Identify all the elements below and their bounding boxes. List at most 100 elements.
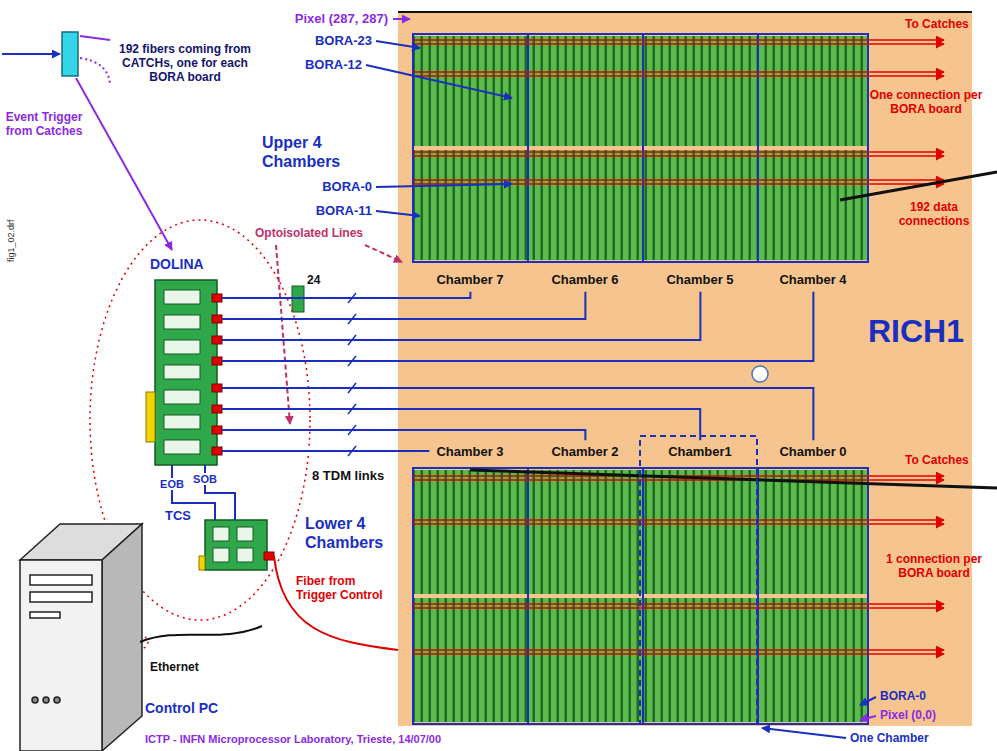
leader-arrow bbox=[366, 19, 876, 720]
fiber-bundle bbox=[413, 71, 944, 73]
chamber-outline bbox=[413, 34, 868, 724]
dolina-board-art bbox=[164, 290, 200, 304]
fiber-bundle bbox=[413, 179, 944, 181]
rich1-panel-ground bbox=[398, 12, 972, 726]
dolina-board-art bbox=[212, 405, 222, 413]
fiber-bundle bbox=[413, 519, 944, 521]
tcs-board-art bbox=[237, 527, 253, 541]
leader-arrow bbox=[376, 184, 512, 187]
fiber-bundle bbox=[413, 649, 944, 651]
dolina-board-art bbox=[212, 294, 222, 302]
annotation-label: 1 connection per BORA board bbox=[874, 552, 994, 580]
dolina-board-art bbox=[212, 447, 222, 455]
tdm-link bbox=[222, 388, 813, 440]
rich1-panel-ground bbox=[398, 11, 972, 13]
tdm-link bbox=[222, 292, 585, 319]
annotation-label: Event Trigger from Catches bbox=[3, 110, 85, 138]
fiber-bundle bbox=[413, 603, 944, 605]
dolina-board-art bbox=[164, 440, 200, 454]
chamber-label: Chamber 0 bbox=[772, 440, 854, 464]
control-pc-tower bbox=[140, 626, 262, 642]
optoisolation-mark bbox=[348, 293, 356, 456]
chamber-name: Chamber1 bbox=[668, 444, 732, 460]
annotation-label: Ethernet bbox=[150, 660, 199, 674]
chamber-name: Chamber 7 bbox=[436, 272, 504, 288]
chamber-label: Chamber 3 bbox=[429, 440, 511, 464]
dolina-board-art bbox=[146, 392, 155, 442]
one-chamber-frame bbox=[640, 436, 757, 724]
fiber-bundle bbox=[413, 75, 944, 77]
annotation-label: 192 fibers coming from CATCHs, one for e… bbox=[115, 42, 255, 84]
chamber-outline bbox=[413, 34, 528, 262]
chamber-outline bbox=[643, 468, 758, 724]
control-pc-tower bbox=[54, 697, 60, 703]
chamber-label: Chamber 7 bbox=[429, 268, 511, 292]
annotation-label: Lower 4 Chambers bbox=[305, 515, 395, 553]
detector-name: RICH1 bbox=[868, 312, 964, 350]
board-name: DOLINA bbox=[150, 256, 204, 273]
dolina-board-art bbox=[212, 294, 222, 455]
fiber-bundle bbox=[413, 155, 944, 157]
rich1-panel-ground bbox=[398, 12, 972, 726]
control-pc-tower bbox=[102, 524, 142, 751]
signal-name: SOB bbox=[191, 473, 219, 486]
chamber-label: Chamber 4 bbox=[772, 268, 854, 292]
tcs-board: TCS bbox=[205, 520, 270, 570]
dolina-board-art bbox=[164, 365, 200, 379]
control-pc-tower bbox=[20, 524, 262, 751]
board-name: TCS bbox=[165, 508, 191, 524]
dolina-board-art bbox=[164, 315, 200, 329]
tcs-board-art bbox=[213, 527, 229, 541]
annotation-stroke bbox=[470, 470, 997, 488]
tcs-board-art bbox=[199, 556, 205, 570]
annotation-label: One Chamber bbox=[850, 731, 929, 745]
dolina-board-art bbox=[212, 357, 222, 365]
chamber-outline bbox=[413, 468, 528, 724]
annotation-label: BORA-11 bbox=[316, 203, 372, 218]
bora-array bbox=[413, 150, 868, 260]
chamber-label: Chamber 6 bbox=[544, 268, 626, 292]
chamber-outline bbox=[643, 34, 758, 262]
leader-arrow bbox=[376, 211, 420, 216]
chamber-name: Chamber 3 bbox=[436, 444, 504, 460]
dolina-board-art bbox=[164, 290, 200, 454]
tdm-link bbox=[222, 430, 585, 440]
annotation-label: BORA-0 bbox=[322, 179, 372, 194]
dolina-board-art bbox=[164, 390, 200, 404]
leader-arrow bbox=[860, 697, 876, 705]
chamber-outline bbox=[758, 468, 868, 724]
tdm-link bbox=[222, 292, 813, 361]
leader-arrow bbox=[393, 18, 410, 20]
chamber-name: Chamber 2 bbox=[551, 444, 619, 460]
control-pc-tower bbox=[20, 560, 102, 751]
annotation-label: 24 bbox=[307, 273, 320, 287]
optoisolation-mark bbox=[276, 245, 290, 424]
dolina-board-art bbox=[164, 415, 200, 429]
annotation-label: Upper 4 Chambers bbox=[262, 134, 352, 172]
fiber-receiver bbox=[80, 58, 110, 84]
tdm-link bbox=[222, 292, 470, 298]
optoisolation-mark bbox=[365, 245, 402, 262]
chamber-outline bbox=[528, 34, 643, 262]
optoisolation-mark bbox=[276, 245, 402, 456]
tcs-board-art bbox=[264, 552, 274, 560]
tdm-link bbox=[222, 409, 700, 440]
fiber-receiver bbox=[80, 36, 110, 40]
tcs-board-art bbox=[213, 527, 253, 562]
fiber-bundle bbox=[413, 607, 944, 609]
annotation-label: BORA-23 bbox=[315, 33, 372, 48]
annotation-stroke bbox=[470, 172, 997, 488]
tcs-board-art bbox=[213, 548, 229, 562]
dolina-board-art bbox=[212, 315, 222, 323]
control-pc-tower bbox=[30, 575, 92, 585]
leader-arrow bbox=[366, 65, 512, 98]
leader-arrow bbox=[376, 41, 420, 48]
annotation-label: One connection per BORA board bbox=[858, 88, 994, 116]
chamber-name: Chamber 4 bbox=[779, 272, 847, 288]
fiber-bundle bbox=[413, 523, 944, 525]
tcs-board-art bbox=[205, 520, 267, 570]
annotation-label: Optoisolated Lines bbox=[255, 226, 363, 240]
